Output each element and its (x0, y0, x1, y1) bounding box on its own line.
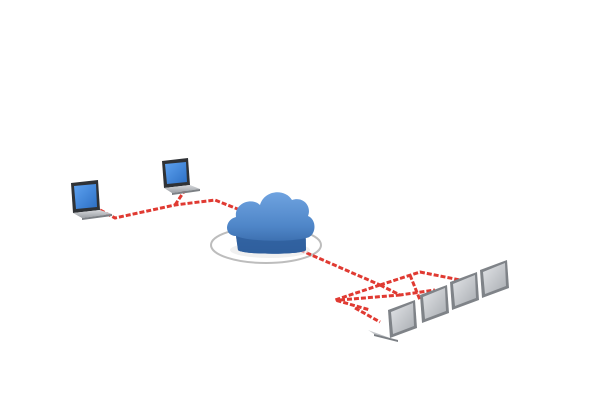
laptop-icon (71, 180, 112, 220)
laptop-icon (480, 260, 509, 298)
laptop-icon (162, 158, 200, 195)
cloud-icon (227, 192, 315, 258)
laptop-icon (368, 300, 417, 342)
laptop-icon (450, 272, 479, 310)
laptop-icon (420, 285, 449, 323)
network-cable (99, 189, 461, 324)
